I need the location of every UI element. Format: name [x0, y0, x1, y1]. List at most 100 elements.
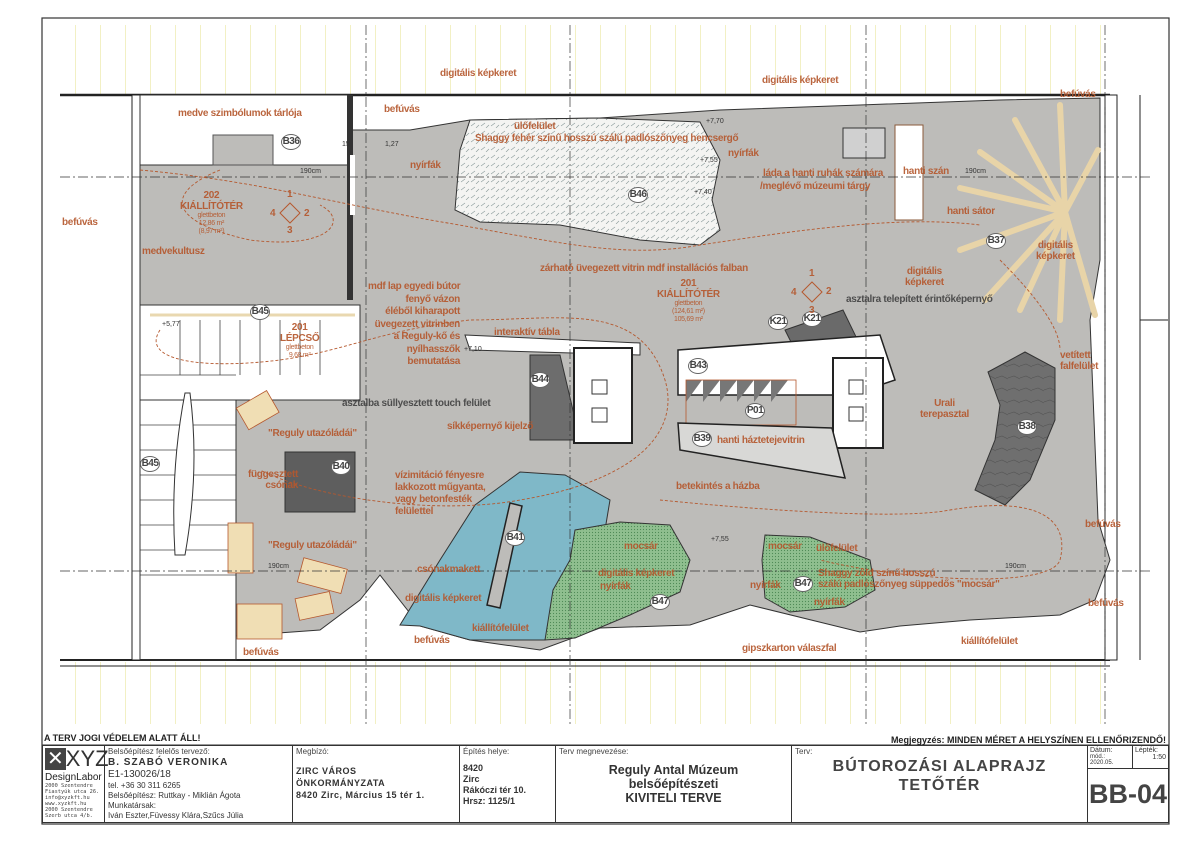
roof-strip-top	[60, 25, 1110, 95]
label-digital-frame: digitális képkeret	[762, 75, 839, 86]
tag-b40: B40	[331, 459, 351, 475]
tag-b47: B47	[793, 576, 813, 592]
label-flat-screen: síkképernyő kijelző	[447, 421, 534, 432]
label-chest: láda a hanti ruhák számára	[763, 168, 884, 179]
tag-b38: B38	[1017, 419, 1037, 435]
level-mark: +7,70	[706, 118, 724, 125]
label-hanti-roof-vitrine: hanti háztetejevitrin	[717, 435, 805, 446]
level-mark: +7,55	[711, 536, 729, 543]
label-chest-note: /meglévő múzeumi tárgy	[760, 181, 871, 192]
compass-2: 2	[304, 208, 310, 219]
tag-p01: P01	[745, 403, 765, 419]
roof-strip-bottom	[60, 662, 1110, 724]
label-digital-frame: digitális képkeret	[405, 593, 482, 604]
label-birches: nyírfák	[600, 581, 631, 592]
tag-b36: B36	[281, 134, 301, 150]
compass-4: 4	[270, 208, 276, 219]
compass-4: 4	[791, 287, 797, 298]
label-hanti-sled: hanti szán	[903, 166, 949, 177]
label-digital-frame: digitális képkeret	[440, 68, 517, 79]
label-seat-surface: ülőfelület	[514, 121, 556, 132]
check-note: Megjegyzés: MINDEN MÉRET A HELYSZÍNEN EL…	[890, 735, 1166, 745]
label-swamp: mocsár	[624, 541, 658, 552]
tag-b37: B37	[986, 233, 1006, 249]
label-blowin: befúvás	[1088, 598, 1124, 609]
compass-3: 3	[809, 305, 815, 316]
label-digital-frame: digitális képkeret	[598, 568, 675, 579]
tag-b41: B41	[505, 530, 525, 546]
label-blowin: befúvás	[414, 635, 450, 646]
hanti-tent	[957, 102, 1101, 323]
sheet-number: BB-04	[1088, 779, 1168, 809]
label-swamp: mocsár	[768, 541, 802, 552]
level-mark: +5,77	[162, 321, 180, 328]
label-reguly-trunks: "Reguly utazóládái"	[268, 540, 357, 551]
label-blowin: befúvás	[1085, 519, 1121, 530]
dimension: 190cm	[268, 563, 290, 570]
tag-b44: B44	[530, 372, 550, 388]
label-table-touchscreen: asztalra telepített érintőképernyő	[846, 294, 993, 305]
level-mark: +7,55	[700, 157, 718, 164]
tag-b46: B46	[628, 187, 648, 203]
tag-b43: B43	[688, 358, 708, 374]
swamp-1	[544, 521, 691, 641]
label-seat-surface: ülőfelület	[816, 543, 858, 554]
tag-b45: B45	[250, 304, 270, 320]
label-shaggy-white: Shaggy fehér színű hosszú szálú padlósző…	[475, 133, 739, 144]
label-exhibit-surface: kiállítófelület	[961, 636, 1018, 647]
B39-vitrine	[677, 422, 847, 479]
level-mark: +7,40	[694, 189, 712, 196]
ural-terrain-table	[974, 351, 1056, 506]
label-bear-symbols: medve szimbólumok tárlója	[178, 108, 302, 119]
copyright-notice: A TERV JOGI VÉDELEM ALATT ÁLL!	[44, 733, 201, 743]
tag-b47: B47	[650, 594, 670, 610]
swamp-2	[761, 534, 876, 613]
label-birches: nyírfák	[410, 160, 441, 171]
designer-cell: Belsőépítész felelős tervező: B. SZABÓ V…	[105, 746, 293, 822]
dimension: 190cm	[965, 168, 987, 175]
label-birches: nyírfák	[750, 580, 781, 591]
label-peek-house: betekintés a házba	[676, 481, 760, 492]
label-exhibit-surface: kiállítófelület	[472, 623, 529, 634]
tag-k21: K21	[802, 311, 822, 327]
tag-k21: K21	[768, 314, 788, 330]
label-birches: nyírfák	[814, 597, 845, 608]
dimension: 1,27	[385, 141, 399, 148]
hanging-boat	[173, 392, 195, 556]
label-drywall: gipszkarton válaszfal	[742, 643, 837, 654]
label-blowin: befúvás	[62, 217, 98, 228]
label-sunken-touch: asztalba süllyesztett touch felület	[342, 398, 491, 409]
level-mark: +7,10	[464, 346, 482, 353]
label-interactive-board: interaktív tábla	[494, 327, 560, 338]
dimension: 190cm	[300, 168, 322, 175]
label-lockable-vitrine: zárható üvegezett vitrin mdf installáció…	[540, 263, 748, 274]
label-hanti-tent: hanti sátor	[947, 206, 995, 217]
compass-1: 1	[809, 268, 815, 279]
compass-2: 2	[826, 286, 832, 297]
tag-b45: B45	[140, 456, 160, 472]
label-reguly-trunks: "Reguly utazóládái"	[268, 428, 357, 439]
label-boat-model: csónakmakett	[417, 564, 481, 575]
dimension: 190cm	[1005, 563, 1027, 570]
label-blowin: befúvás	[243, 647, 279, 658]
compass-3: 3	[287, 225, 293, 236]
tag-b39: B39	[692, 431, 712, 447]
sheet-frame	[41, 17, 1170, 825]
